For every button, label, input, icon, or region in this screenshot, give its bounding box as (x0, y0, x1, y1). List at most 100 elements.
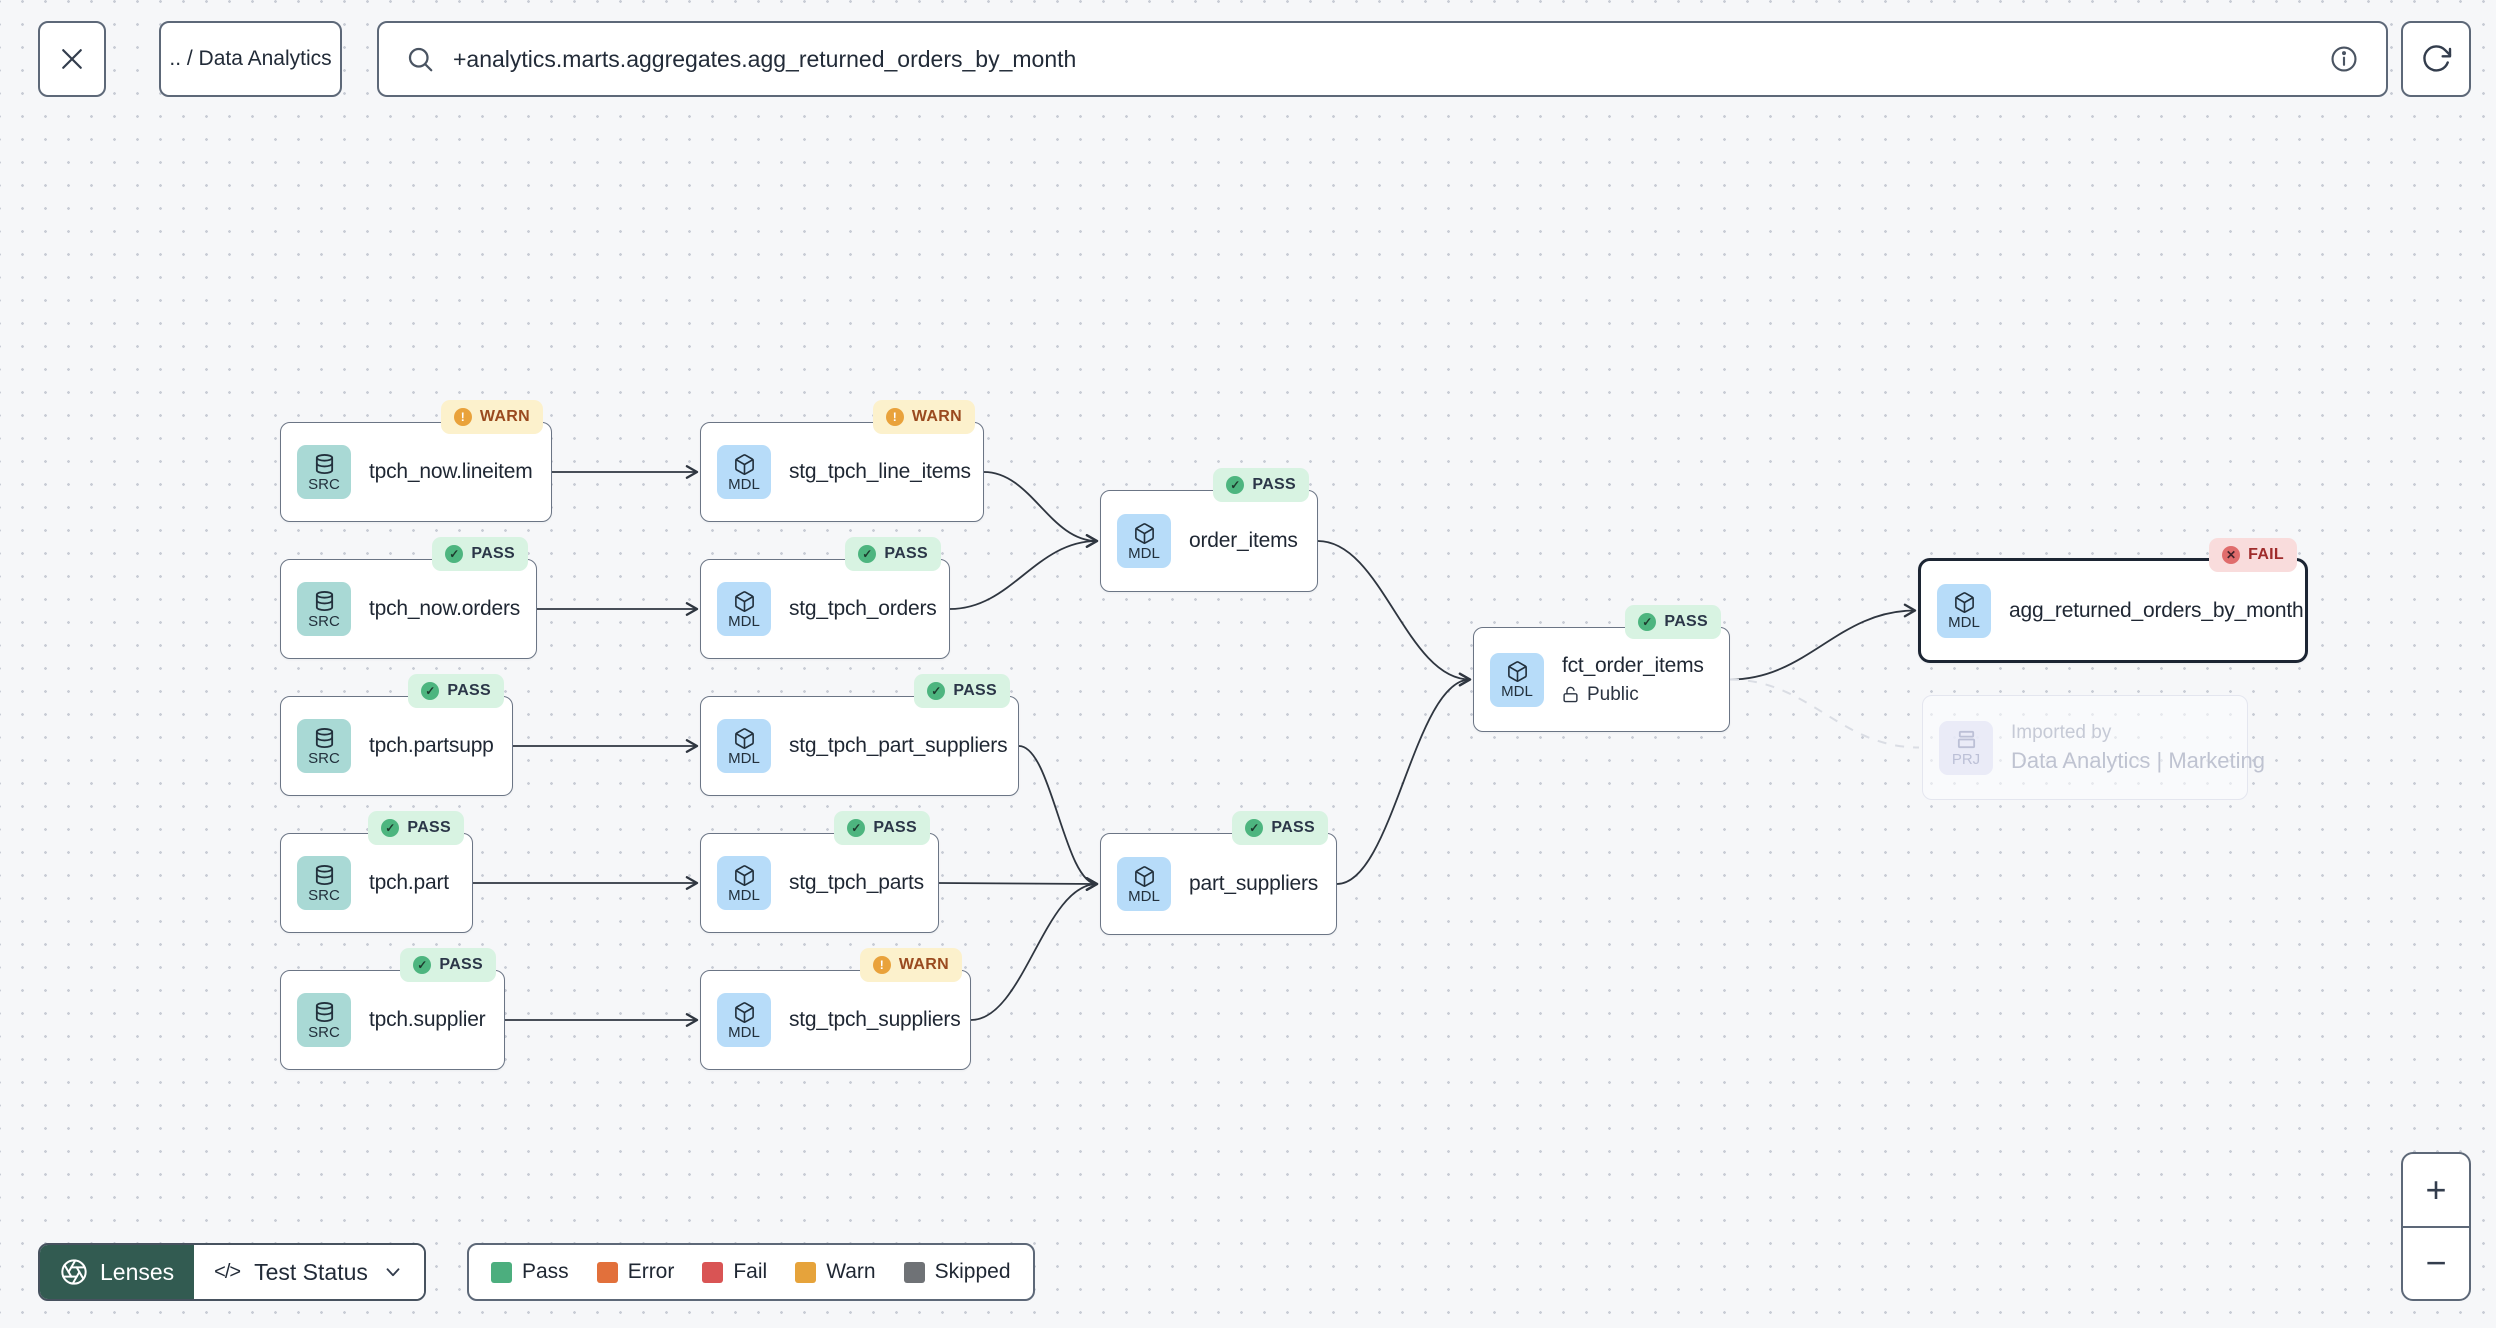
zoom-out-button[interactable]: − (2403, 1225, 2469, 1300)
close-button[interactable] (38, 21, 106, 97)
node-agg_returned_orders_by_month[interactable]: MDL agg_returned_orders_by_month ✕FAIL (1918, 538, 2308, 663)
node-text: stg_tpch_orders (789, 597, 937, 621)
search-input[interactable] (453, 45, 2310, 73)
cube-icon (733, 590, 756, 613)
node-label: stg_tpch_line_items (789, 460, 971, 483)
node-type-label: SRC (308, 749, 340, 767)
node-type-chip: MDL (1937, 583, 1991, 638)
legend-swatch (702, 1261, 724, 1283)
node-label: tpch_now.orders (369, 597, 521, 620)
node-type-label: MDL (728, 612, 760, 630)
aperture-icon (60, 1258, 88, 1286)
node-text: tpch.partsupp (369, 734, 494, 758)
lenses-button[interactable]: Lenses (40, 1245, 195, 1299)
node-type-label: MDL (1501, 683, 1533, 700)
breadcrumb-label: .. / Data Analytics (169, 47, 332, 70)
node-type-label: MDL (1128, 887, 1160, 905)
node-label: stg_tpch_orders (789, 597, 937, 620)
legend-swatch (903, 1261, 925, 1283)
node-part_suppliers[interactable]: MDL part_suppliers ✓PASS (1100, 811, 1337, 935)
status-badge-label: PASS (953, 682, 997, 699)
cube-icon (1133, 865, 1156, 888)
status-badge-label: PASS (884, 545, 928, 562)
search-bar[interactable] (377, 21, 2388, 97)
status-badge-pass: ✓PASS (400, 948, 496, 982)
status-badge-pass: ✓PASS (368, 811, 464, 845)
ghost-node-label: Data Analytics | Marketing (2011, 747, 2265, 773)
edge-fct_order_items-to-agg_returned_orders_by_month (1729, 603, 1917, 681)
status-badge-icon: ✓ (445, 545, 464, 563)
status-badge-icon: ✓ (1638, 613, 1657, 631)
node-type-label: SRC (308, 612, 340, 630)
status-badge-pass: ✓PASS (1232, 811, 1328, 845)
node-type-label: MDL (728, 886, 760, 904)
node-label: stg_tpch_part_suppliers (789, 734, 1008, 757)
legend-label: Error (627, 1260, 675, 1283)
status-badge-warn: ! WARN (859, 948, 962, 982)
status-badge-icon: ! (453, 408, 472, 426)
node-stg_tpch_part_suppliers[interactable]: MDL stg_tpch_part_suppliers ✓PASS (700, 674, 1019, 796)
node-text: agg_returned_orders_by_month (2009, 599, 2304, 623)
node-text: tpch.part (369, 871, 449, 895)
node-type-chip: MDL (1117, 514, 1171, 568)
node-type-chip: PRJ (1939, 720, 1993, 775)
node-label: tpch_now.lineitem (369, 460, 533, 483)
status-badge-pass: ✓PASS (914, 674, 1010, 708)
status-badge-label: PASS (447, 682, 491, 699)
node-type-chip: MDL (717, 582, 771, 636)
edge-stg_tpch_parts-to-part_suppliers (938, 877, 1099, 891)
edge-fct_order_items-to-imported_by_project (1729, 678, 1920, 749)
cube-icon (733, 453, 756, 476)
node-type-label: SRC (308, 886, 340, 904)
lenses-toolbar: Lenses </> Test Status (38, 1243, 426, 1301)
node-type-label: MDL (728, 749, 760, 767)
zoom-in-button[interactable]: + (2425, 1168, 2447, 1210)
status-badge-fail: ✕FAIL (2209, 538, 2297, 572)
node-text: tpch.supplier (369, 1008, 486, 1032)
node-type-chip: MDL (717, 856, 771, 910)
status-badge-pass: ✓PASS (1625, 605, 1721, 639)
info-icon[interactable] (2328, 43, 2360, 75)
database-icon (313, 590, 336, 613)
node-type-chip: SRC (297, 856, 351, 910)
status-badge-label: PASS (873, 819, 917, 836)
node-type-chip: SRC (297, 719, 351, 773)
lens-selector[interactable]: </> Test Status (194, 1245, 424, 1299)
cube-icon (733, 864, 756, 887)
node-stg_tpch_orders[interactable]: MDL stg_tpch_orders ✓ PASS (700, 537, 950, 659)
status-badge-icon: ! (872, 956, 891, 974)
node-label: tpch.supplier (369, 1008, 486, 1031)
database-icon (313, 864, 336, 887)
node-text: tpch_now.lineitem (369, 460, 533, 484)
close-icon (57, 44, 87, 74)
lens-selector-label: Test Status (254, 1258, 368, 1285)
node-label: part_suppliers (1189, 872, 1319, 895)
status-badge-icon: ✓ (421, 682, 440, 700)
status-badge-label: WARN (898, 956, 949, 973)
refresh-icon (2420, 43, 2452, 75)
refresh-button[interactable] (2401, 21, 2471, 97)
node-type-chip: MDL (717, 445, 771, 499)
access-label: Public (1587, 683, 1639, 705)
legend-item-warn: Warn (795, 1260, 876, 1284)
breadcrumb[interactable]: .. / Data Analytics (159, 21, 342, 97)
edge-stg_tpch_suppliers-to-part_suppliers (970, 877, 1099, 1021)
node-tpch_part[interactable]: SRC tpch.part ✓PASS (280, 811, 473, 933)
node-tpch_partsupp[interactable]: SRC tpch.partsupp ✓ PASS (280, 674, 513, 796)
edge-stg_tpch_orders-to-order_items (949, 534, 1099, 610)
node-text: stg_tpch_line_items (789, 460, 971, 484)
node-label: order_items (1189, 529, 1298, 552)
status-badge-icon: ✓ (858, 545, 877, 563)
